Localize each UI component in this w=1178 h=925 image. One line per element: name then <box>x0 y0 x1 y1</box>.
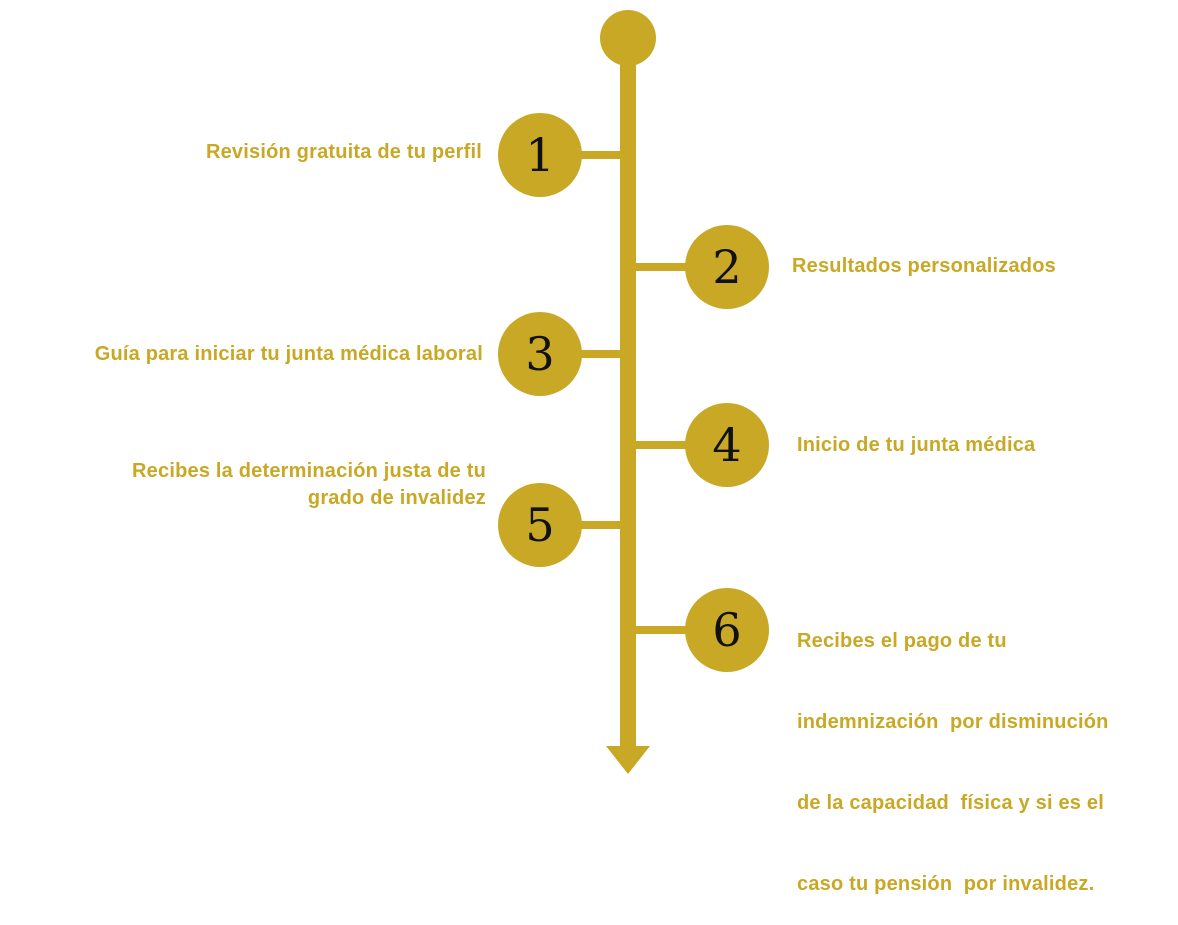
step-1-number: 1 <box>498 113 582 197</box>
connector-3 <box>575 350 625 358</box>
step-5-number: 5 <box>498 483 582 567</box>
step-5-line: grado de invalidez <box>307 487 486 509</box>
step-4-label: Inicio de tu junta médica <box>797 434 1036 456</box>
step-5-line: Recibes la determinación justa de tu <box>132 460 486 482</box>
step-5-label: Recibes la determinación justa de tu gra… <box>132 458 486 512</box>
step-2-label: Resultados personalizados <box>792 255 1056 277</box>
connector-1 <box>575 151 625 159</box>
connector-6 <box>630 626 690 634</box>
step-3-number: 3 <box>498 312 582 396</box>
step-2-number: 2 <box>685 225 769 309</box>
connector-5 <box>575 521 625 529</box>
timeline-spine <box>620 40 636 752</box>
step-6-number: 6 <box>685 588 769 672</box>
step-3-label: Guía para iniciar tu junta médica labora… <box>94 343 483 365</box>
step-6-line: indemnización por disminución <box>797 711 1109 733</box>
step-1-label: Revisión gratuita de tu perfil <box>205 141 482 163</box>
step-6-line: de la capacidad física y si es el <box>797 792 1104 814</box>
step-4-number: 4 <box>685 403 769 487</box>
timeline-arrow-head <box>606 746 650 774</box>
step-6-line: caso tu pensión por invalidez. <box>797 873 1095 895</box>
step-6-label: Recibes el pago de tu indemnización por … <box>797 574 1109 925</box>
step-6-line: Recibes el pago de tu <box>797 630 1007 652</box>
connector-2 <box>630 263 690 271</box>
connector-4 <box>630 441 690 449</box>
